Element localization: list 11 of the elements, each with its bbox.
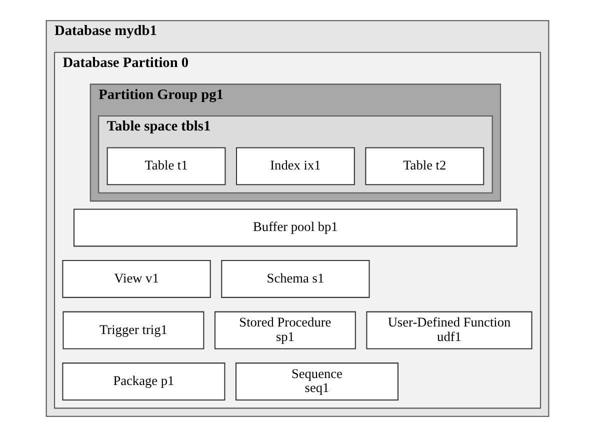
node-box: Stored Procedure sp1 [214,311,356,350]
node-box: Index ix1 [235,147,354,186]
node-box: Buffer pool bp1 [72,208,517,247]
node-box: Table t1 [106,147,226,186]
node-box: User-Defined Function udf1 [366,311,532,350]
node-box: Table t2 [364,147,484,186]
node-box: View v1 [62,260,210,298]
node-box: Package p1 [62,362,225,400]
node-box: Trigger trig1 [62,311,204,350]
node-box: Sequence seq1 [234,362,398,400]
node-box: Schema s1 [220,260,370,298]
